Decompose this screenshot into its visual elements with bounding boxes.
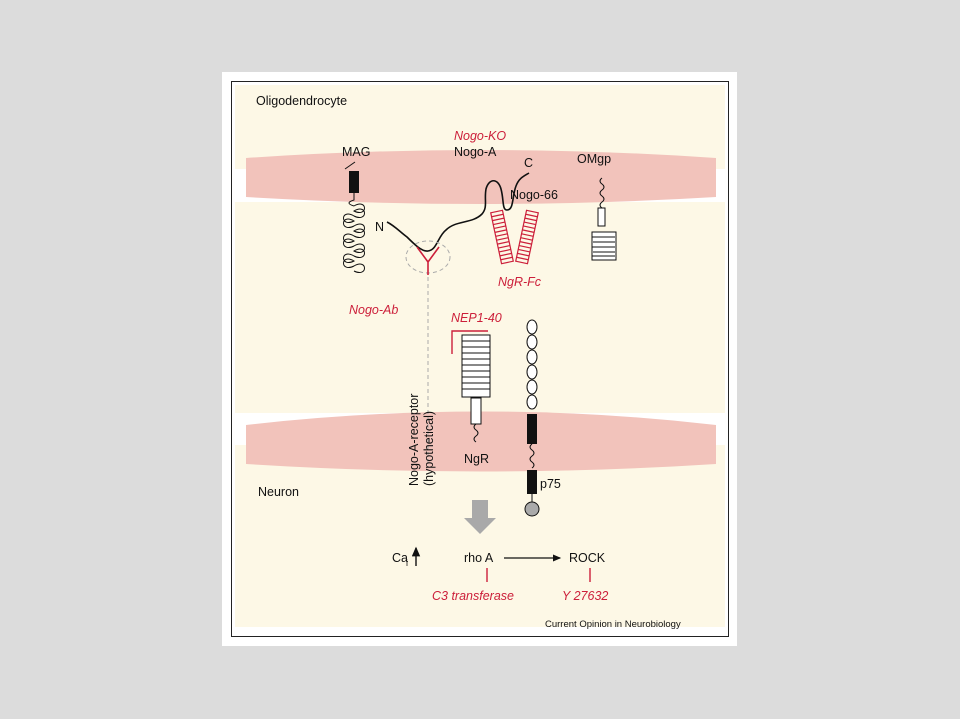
neuron-region: [235, 445, 725, 627]
signal-arrow: [464, 500, 496, 534]
c-terminus-label: C: [524, 156, 533, 170]
hypothetical-receptor-label: Nogo-A-receptor: [407, 394, 421, 486]
omgp-label: OMgp: [577, 152, 611, 166]
omgp-protein: [591, 177, 617, 261]
figure-frame: Oligodendrocyte Neuron MAG Nogo-KO Nogo-…: [231, 81, 729, 637]
ngr-fc-label: NgR-Fc: [498, 275, 542, 289]
mag-label: MAG: [342, 145, 370, 159]
p75-label: p75: [540, 477, 561, 491]
nogo-a-label: Nogo-A: [454, 145, 497, 159]
rho-a-label: rho A: [464, 551, 494, 565]
nep1-40-bracket: [451, 330, 488, 354]
ngr-fc-construct: [490, 209, 539, 265]
mag-protein: [343, 161, 365, 273]
nogo-66-label: Nogo-66: [510, 188, 558, 202]
nogo-ko-label: Nogo-KO: [454, 129, 506, 143]
neuron-membrane: [246, 411, 716, 472]
nogo-ab-antibody: [416, 246, 440, 275]
journal-credit: Current Opinion in Neurobiology: [545, 619, 681, 630]
oligodendrocyte-label: Oligodendrocyte: [256, 94, 347, 108]
nep1-40-label: NEP1-40: [451, 311, 502, 325]
neuron-label: Neuron: [258, 485, 299, 499]
y27632-label: Y 27632: [562, 589, 608, 603]
ca-label: Ca: [392, 551, 408, 565]
oligodendrocyte-membrane: [246, 150, 716, 204]
slide: Oligodendrocyte Neuron MAG Nogo-KO Nogo-…: [222, 72, 737, 646]
nogo-ab-label: Nogo-Ab: [349, 303, 398, 317]
hypothetical-receptor-sublabel: (hypothetical): [422, 411, 436, 486]
ngr-label: NgR: [464, 452, 489, 466]
nogo-signaling-diagram: Oligodendrocyte Neuron MAG Nogo-KO Nogo-…: [235, 85, 725, 630]
c3-transferase-label: C3 transferase: [432, 589, 514, 603]
n-terminus-label: N: [375, 220, 384, 234]
rock-label: ROCK: [569, 551, 606, 565]
p75-receptor: [524, 319, 540, 517]
ca-subscript: i: [406, 558, 408, 568]
ngr-receptor: [461, 334, 491, 443]
mag-ig-loops: [343, 203, 365, 273]
